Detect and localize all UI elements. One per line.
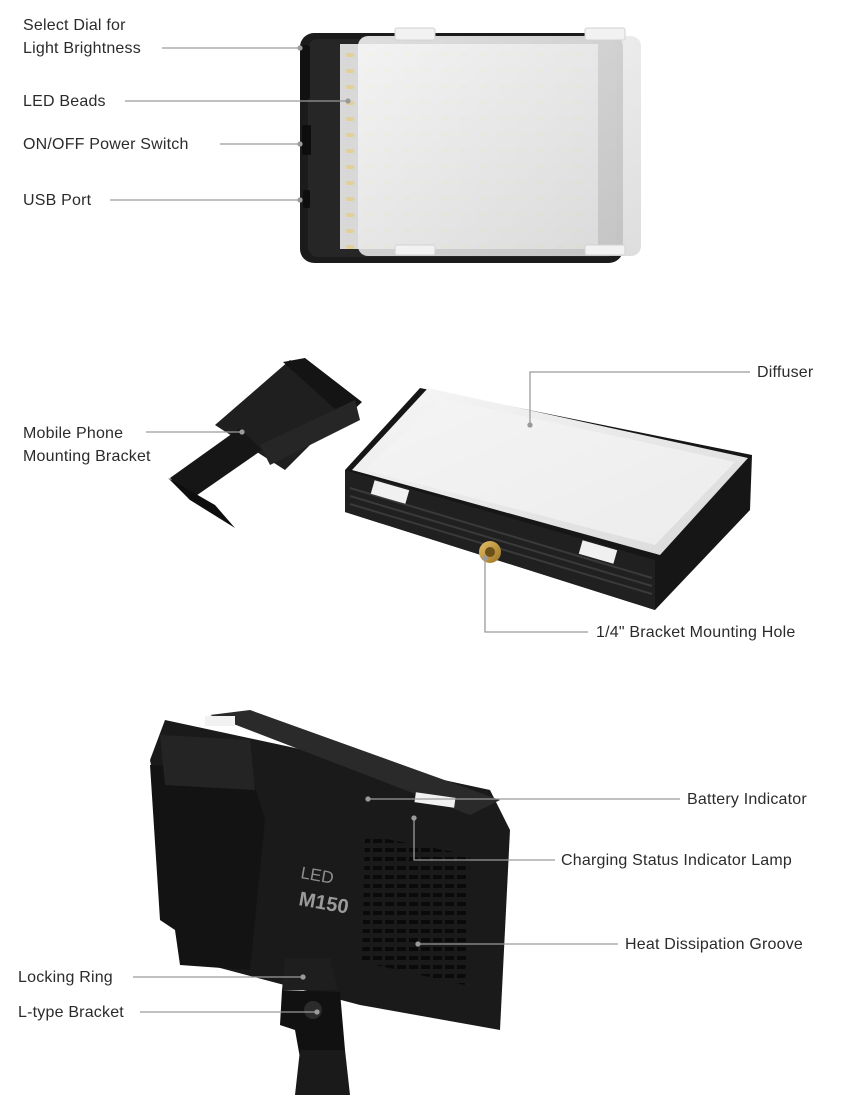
back-view-light — [150, 710, 510, 1095]
label-charging-lamp: Charging Status Indicator Lamp — [561, 852, 793, 869]
label-heat-groove: Heat Dissipation Groove — [625, 936, 804, 953]
label-select-dial: Select Dial for Light Brightness — [23, 17, 141, 57]
label-usb-port: USB Port — [23, 192, 92, 209]
label-l-bracket: L-type Bracket — [18, 1004, 124, 1021]
side-view-light — [345, 388, 752, 610]
label-diffuser: Diffuser — [757, 364, 814, 381]
label-battery-indicator: Battery Indicator — [687, 791, 807, 808]
label-led-beads: LED Beads — [23, 93, 106, 110]
label-locking-ring: Locking Ring — [18, 969, 113, 986]
front-view-light — [300, 27, 641, 263]
label-power-switch: ON/OFF Power Switch — [23, 136, 189, 153]
label-mobile-bracket: Mobile Phone Mounting Bracket — [23, 425, 151, 465]
leader-lines — [110, 45, 750, 1015]
label-mounting-hole: 1/4" Bracket Mounting Hole — [596, 624, 796, 641]
mobile-bracket-shape — [168, 358, 362, 528]
